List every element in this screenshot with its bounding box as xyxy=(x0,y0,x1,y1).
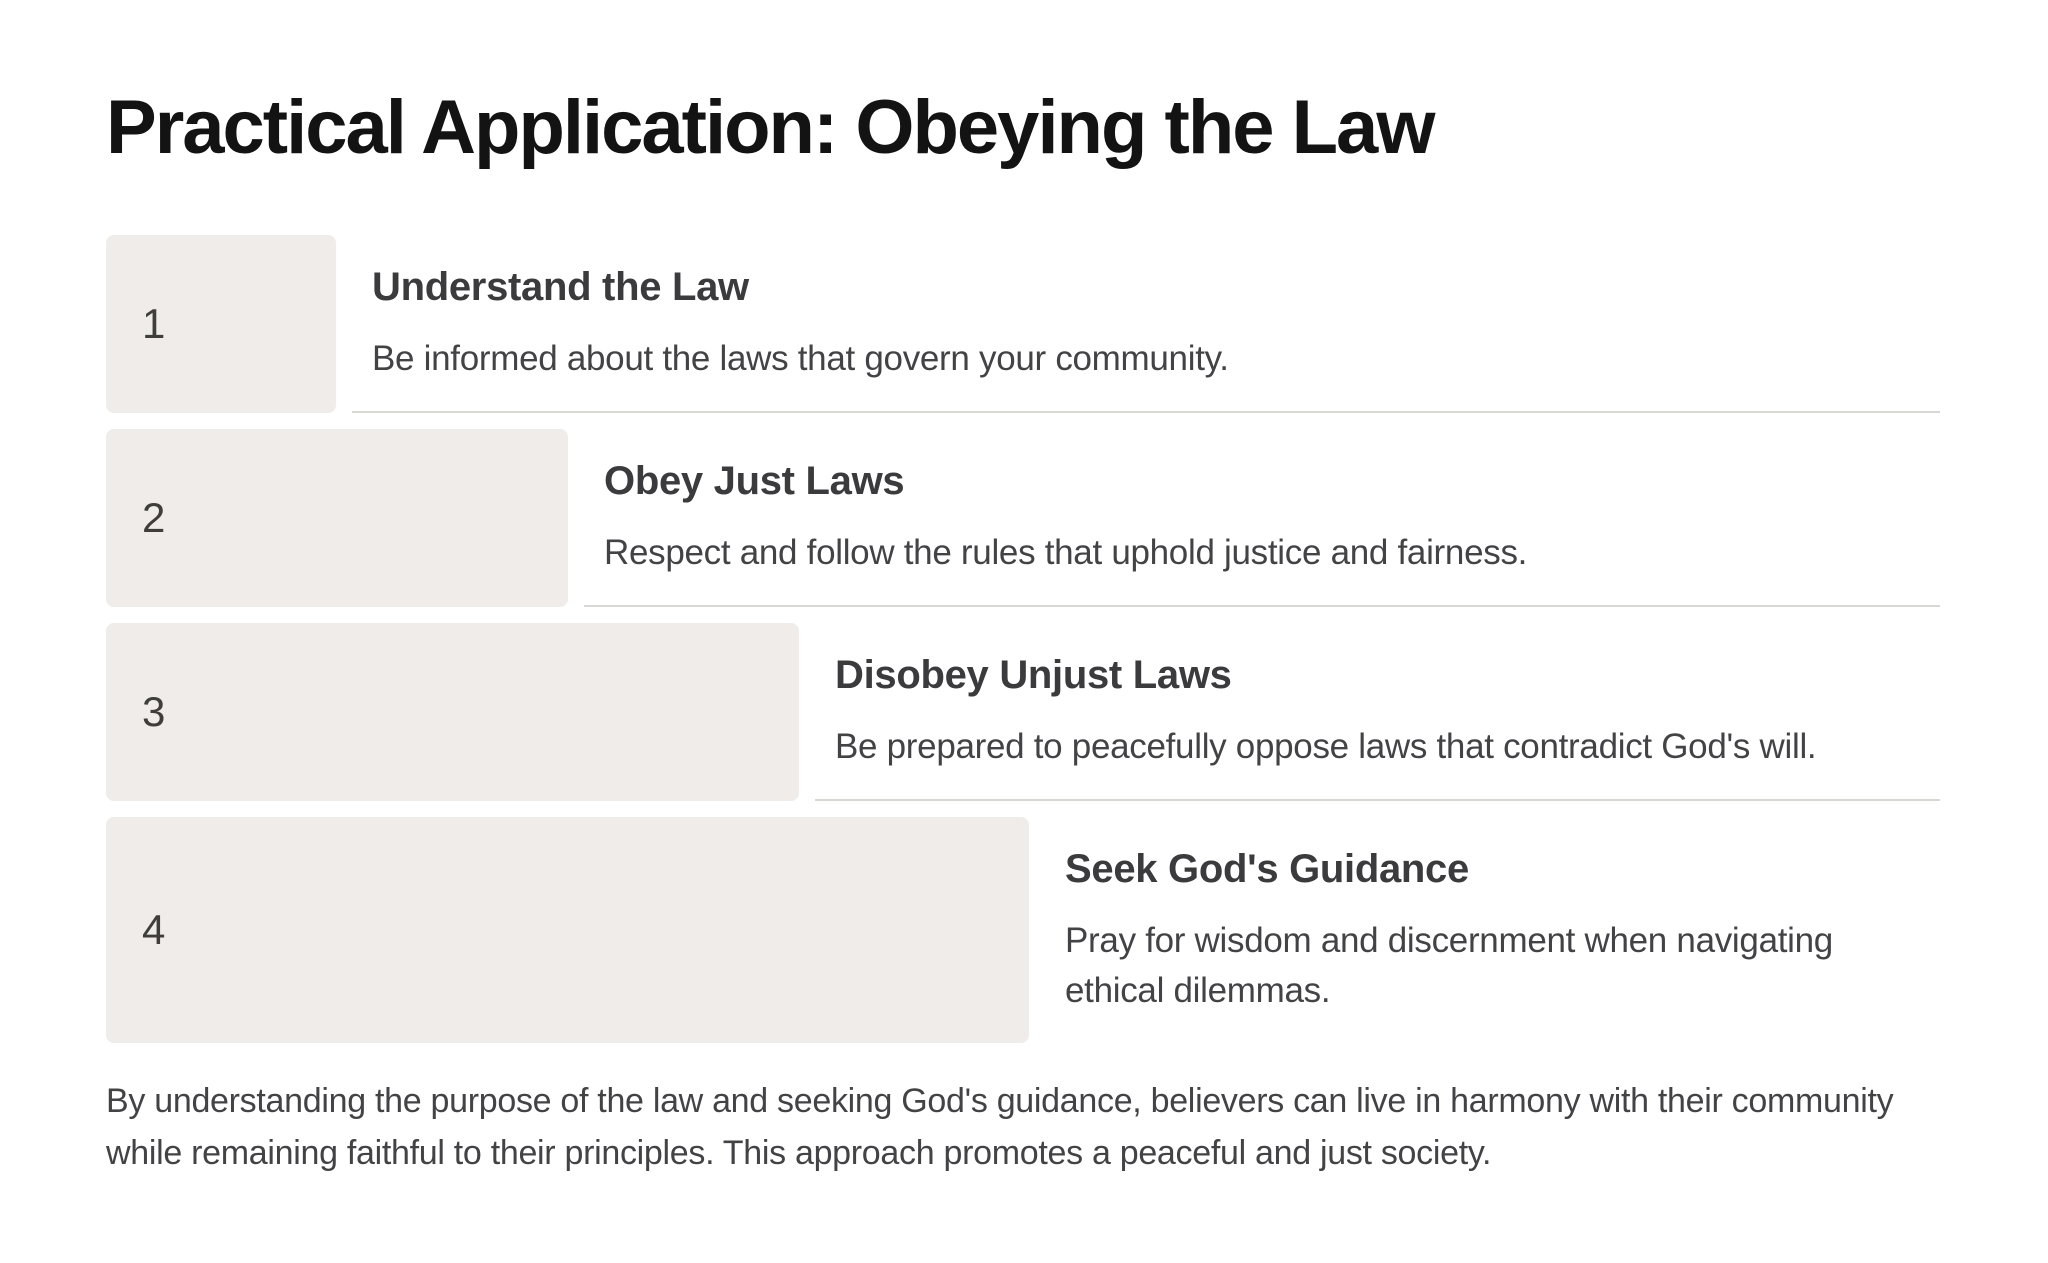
step-title: Seek God's Guidance xyxy=(1065,847,1469,892)
step-title: Obey Just Laws xyxy=(604,459,905,504)
step-title: Understand the Law xyxy=(372,265,749,310)
step-row-1: 1 Understand the Law Be informed about t… xyxy=(106,235,1940,414)
step-content-2: Obey Just Laws Respect and follow the ru… xyxy=(584,429,1940,608)
step-number: 4 xyxy=(142,906,166,954)
step-number: 3 xyxy=(142,688,166,736)
page-title: Practical Application: Obeying the Law xyxy=(106,85,1435,170)
summary-paragraph: By understanding the purpose of the law … xyxy=(106,1082,1894,1173)
step-content-4: Seek God's Guidance Pray for wisdom and … xyxy=(1045,817,1940,1043)
step-row-3: 3 Disobey Unjust Laws Be prepared to pea… xyxy=(106,623,1940,802)
step-number-box-2: 2 xyxy=(106,429,568,608)
step-row-2: 2 Obey Just Laws Respect and follow the … xyxy=(106,429,1940,608)
step-number-box-4: 4 xyxy=(106,817,1029,1044)
slide: Practical Application: Obeying the Law 1… xyxy=(0,82,2048,1263)
step-description: Be prepared to peacefully oppose laws th… xyxy=(835,727,1817,767)
step-content-3: Disobey Unjust Laws Be prepared to peace… xyxy=(815,623,1940,802)
steps-list: 1 Understand the Law Be informed about t… xyxy=(106,235,1940,1044)
step-number-box-1: 1 xyxy=(106,235,336,414)
step-description: Be informed about the laws that govern y… xyxy=(372,339,1229,379)
step-description: Pray for wisdom and discernment when nav… xyxy=(1065,921,1833,1011)
step-number: 2 xyxy=(142,494,166,542)
step-title: Disobey Unjust Laws xyxy=(835,653,1232,698)
step-number-box-3: 3 xyxy=(106,623,799,802)
step-number: 1 xyxy=(142,300,166,348)
step-description: Respect and follow the rules that uphold… xyxy=(604,533,1528,573)
step-row-4: 4 Seek God's Guidance Pray for wisdom an… xyxy=(106,817,1940,1044)
step-content-1: Understand the Law Be informed about the… xyxy=(352,235,1940,414)
